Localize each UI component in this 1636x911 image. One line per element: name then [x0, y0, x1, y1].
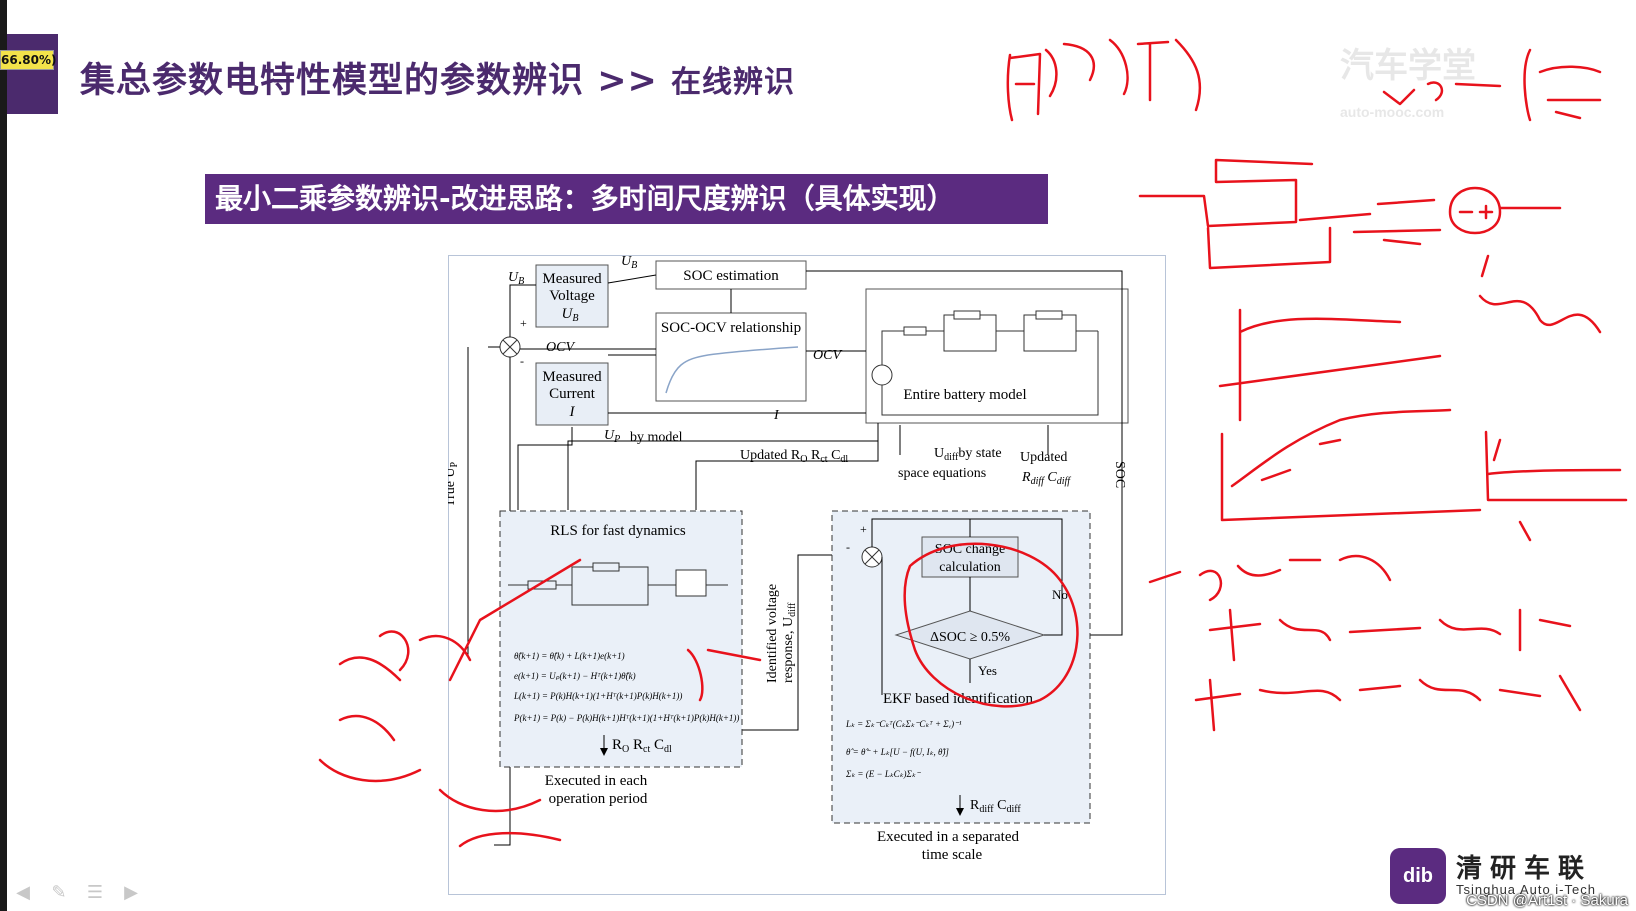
measured-voltage-box: [535, 264, 609, 328]
ink-soc-plot: [1220, 408, 1628, 542]
measured-voltage-label-2: Voltage: [549, 288, 595, 304]
svg-text:Lₖ = Σₖ⁻Cₖᵀ(CₖΣₖ⁻Cₖᵀ + Σᵥ)⁻¹: Lₖ = Σₖ⁻Cₖᵀ(CₖΣₖ⁻Cₖᵀ + Σᵥ)⁻¹: [845, 719, 962, 729]
ink-line-3: [1194, 674, 1582, 732]
logo-en-text: Tsinghua Auto i-Tech: [1456, 882, 1596, 897]
subtitle-banner: 最小二乘参数辨识-改进思路：多时间尺度辨识（具体实现）: [205, 174, 1048, 224]
measured-voltage-label-1: Measured: [542, 271, 602, 287]
ocv-label-2: OCV: [813, 348, 842, 363]
sum-plus-2: +: [860, 522, 867, 536]
ub-label-top: UB: [621, 255, 637, 271]
updated-rdiff-label-2: Rdiff Cdiff: [1021, 470, 1071, 487]
sum-minus-1: -: [520, 354, 524, 368]
rls-box: [499, 510, 743, 768]
sum-plus-1: +: [520, 316, 527, 330]
measured-current-symbol: I: [569, 404, 576, 420]
ub-label-left: UB: [508, 270, 524, 287]
measured-current-label-1: Measured: [542, 369, 602, 385]
slide-menu-icon[interactable]: ☰: [86, 882, 104, 903]
ink-arrow-note: [1148, 554, 1392, 602]
entire-battery-model-box: [865, 288, 1129, 424]
ink-wave-sketch: [1218, 254, 1602, 422]
svg-text:θ̂ = θ̂⁻ + Lₖ[U − f(U, Iₖ, θ̂): θ̂ = θ̂⁻ + Lₖ[U − f(U, Iₖ, θ̂)]: [846, 747, 949, 757]
rls-output-label: RO Rct Cdl: [612, 737, 672, 755]
summation-cross-2: [864, 549, 880, 565]
slide-nav-controls[interactable]: ◀ ✎ ☰ ▶: [10, 880, 160, 908]
sum-minus-2: -: [846, 540, 850, 554]
udiff-state-label-2: space equations: [898, 466, 986, 481]
svg-text:L(k+1) = P(k)H(k+1)(1+Hᵀ(k+1)P: L(k+1) = P(k)H(k+1)(1+Hᵀ(k+1)P(k)H(k+1)): [513, 691, 682, 701]
summation-cross-1: [502, 339, 518, 355]
next-slide-icon[interactable]: ▶: [124, 882, 138, 903]
soc-vertical-label: SOC: [1112, 461, 1127, 488]
rls-udiff-icon: [675, 569, 707, 597]
zoom-level-badge: 66.80%): [0, 50, 56, 70]
svg-text:P(k+1) = P(k) − P(k)H(k+1)Hᵀ(k: P(k+1) = P(k) − P(k)H(k+1)Hᵀ(k+1)(1+Hᵀ(k…: [513, 713, 739, 723]
ink-line-2: [1208, 608, 1572, 662]
ekf-label: EKF based identification: [883, 691, 1033, 707]
auto-mooc-watermark: 汽车学堂 auto-mooc.com: [1340, 38, 1630, 120]
battery-circuit-wires: [881, 314, 1099, 416]
up-by-model-label: by model: [630, 430, 683, 445]
csdn-watermark: CSDN @Art1st · Sakura: [1466, 892, 1628, 909]
measured-current-label-2: Current: [549, 386, 596, 402]
measured-current-box: [535, 362, 609, 426]
page-title-main: 集总参数电特性模型的参数辨识: [80, 61, 585, 101]
executed-each-2: operation period: [549, 791, 648, 807]
watermark-url: auto-mooc.com: [1340, 104, 1445, 120]
updated-rdiff-label-1: Updated: [1020, 450, 1067, 465]
window-left-edge: [0, 0, 7, 911]
previous-slide-icon[interactable]: ◀: [16, 882, 30, 903]
soc-change-label-2: calculation: [939, 560, 1000, 575]
no-label: No: [1052, 587, 1068, 602]
page-title: 集总参数电特性模型的参数辨识 >> 在线辨识: [80, 52, 795, 103]
true-up-label: True UP: [448, 461, 460, 507]
soc-estimation-label: SOC estimation: [683, 268, 779, 284]
multi-timescale-diagram: Measured Voltage UB SOC estimation SOC-O…: [448, 255, 1166, 895]
signal-wires: [467, 270, 1123, 846]
ekf-equations: Lₖ = Σₖ⁻Cₖᵀ(CₖΣₖ⁻Cₖᵀ + Σᵥ)⁻¹ θ̂ = θ̂⁻ + …: [845, 719, 962, 779]
page-title-sub: 在线辨识: [671, 65, 796, 100]
svg-text:θ̂(k+1) = θ̂(k) + L(k+1)e(k+1): θ̂(k+1) = θ̂(k) + L(k+1)e(k+1): [514, 651, 625, 661]
ocv-curve: [665, 346, 799, 394]
identified-voltage-2: response, Udiff: [781, 602, 798, 683]
logo-cn-text: 清研车联: [1456, 854, 1593, 884]
executed-sep-2: time scale: [922, 847, 983, 863]
svg-text:e(k+1) = Uₚ(k+1) − Hᵀ(k+1)θ̂(k: e(k+1) = Uₚ(k+1) − Hᵀ(k+1)θ̂(k): [514, 671, 636, 681]
soc-ocv-label: SOC-OCV relationship: [661, 320, 801, 336]
entire-battery-model-label: Entire battery model: [903, 387, 1026, 403]
executed-sep-1: Executed in a separated: [877, 829, 1020, 845]
tsinghua-logo: dib 清研车联 Tsinghua Auto i-Tech: [1390, 848, 1630, 906]
title-accent-bar: [7, 34, 58, 114]
yes-label: Yes: [978, 663, 997, 678]
logo-icon: dib: [1390, 848, 1446, 904]
soc-change-label-1: SOC change: [935, 542, 1005, 557]
ink-note-top: [1006, 38, 1202, 122]
watermark-text: 汽车学堂: [1340, 47, 1476, 85]
identified-voltage-1: Identified voltage: [765, 584, 780, 683]
rls-label: RLS for fast dynamics: [550, 523, 686, 539]
ink-circuit-sketch: [1138, 158, 1562, 270]
updated-ro-label: Updated RO Rct Cdl: [740, 448, 848, 465]
svg-text:Σₖ = (E − LₖCₖ)Σₖ⁻: Σₖ = (E − LₖCₖ)Σₖ⁻: [845, 769, 922, 779]
delta-soc-label: ΔSOC ≥ 0.5%: [930, 630, 1010, 645]
page-title-arrow: >>: [597, 61, 658, 101]
pen-tool-icon[interactable]: ✎: [51, 882, 67, 903]
i-label: I: [773, 408, 780, 423]
ekf-output-label: Rdiff Cdiff: [970, 798, 1021, 815]
ocv-label-1: OCV: [546, 340, 575, 355]
executed-each-1: Executed in each: [545, 773, 648, 789]
measured-voltage-symbol: UB: [562, 306, 579, 324]
